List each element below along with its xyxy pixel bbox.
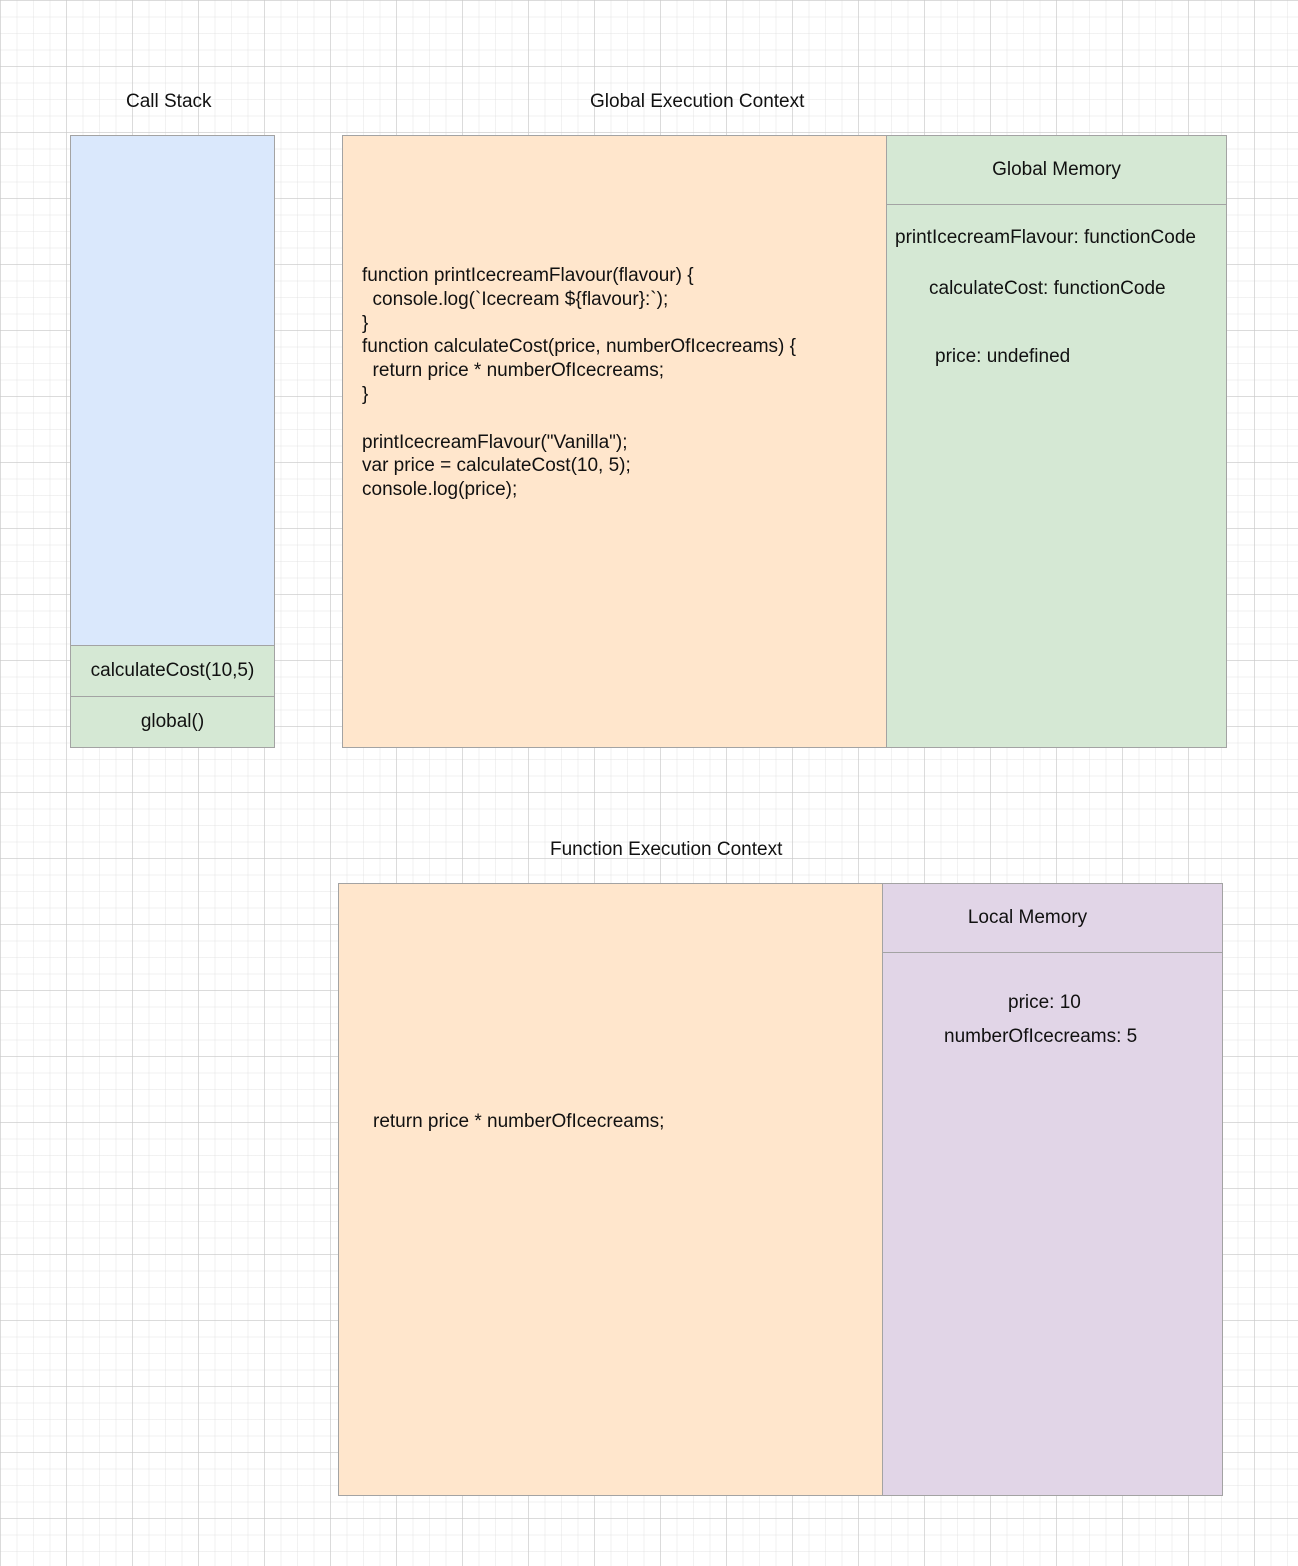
function-code-panel (338, 883, 884, 1496)
global-memory-panel (886, 135, 1227, 748)
global-memory-header-label: Global Memory (992, 159, 1121, 180)
frame-label: global() (140, 711, 205, 732)
local-memory-entry: price: 10 (1008, 992, 1081, 1013)
local-memory-entry: numberOfIcecreams: 5 (944, 1026, 1138, 1047)
frame-label: calculateCost(10,5) (90, 660, 255, 681)
local-memory-header: Local Memory (882, 883, 1223, 953)
global-memory-entry: price: undefined (935, 346, 1071, 367)
local-memory-panel (882, 883, 1223, 1496)
global-code: function printIcecreamFlavour(flavour) {… (362, 265, 797, 501)
call-stack-title: Call Stack (126, 91, 212, 112)
function-execution-context-title: Function Execution Context (550, 839, 783, 860)
global-memory-header: Global Memory (886, 135, 1227, 205)
global-code-panel (342, 135, 888, 748)
call-stack-frame-calculate-cost: calculateCost(10,5) (70, 645, 275, 697)
call-stack-frame-global: global() (70, 696, 275, 748)
function-code: return price * numberOfIcecreams; (373, 1111, 665, 1132)
local-memory-header-label: Local Memory (967, 907, 1088, 928)
global-execution-context-title: Global Execution Context (590, 91, 805, 112)
global-memory-entry: calculateCost: functionCode (929, 278, 1166, 299)
global-memory-entry: printIcecreamFlavour: functionCode (895, 227, 1196, 248)
